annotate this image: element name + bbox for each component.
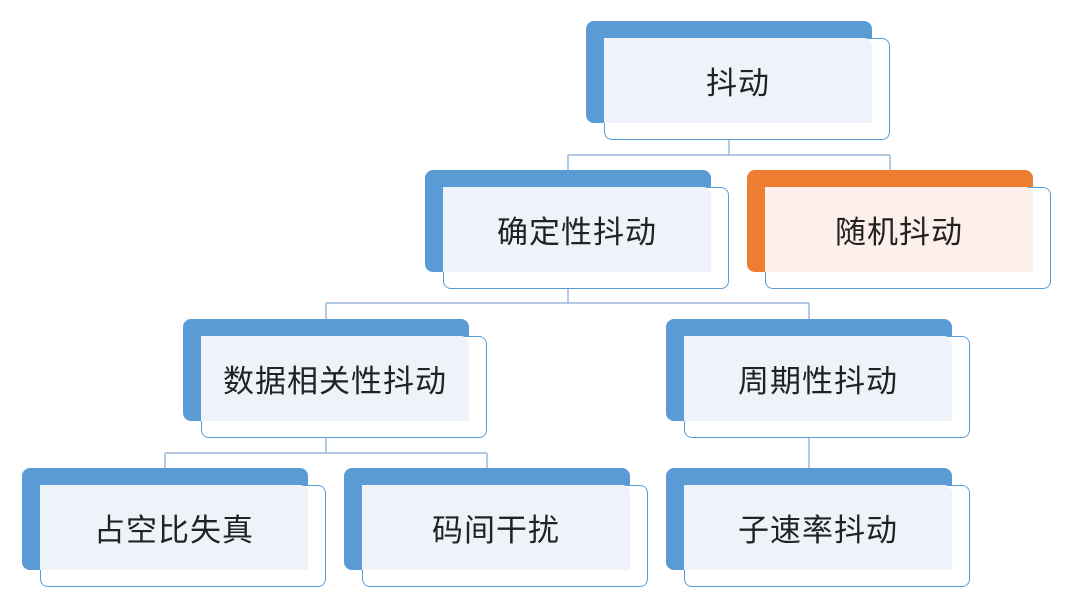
node-random: 随机抖动: [747, 170, 1051, 289]
node-label: 码间干扰: [362, 485, 630, 570]
node-label: 数据相关性抖动: [201, 336, 469, 421]
node-deterministic: 确定性抖动: [425, 170, 729, 289]
node-periodic: 周期性抖动: [666, 319, 970, 438]
node-label: 周期性抖动: [684, 336, 952, 421]
node-root: 抖动: [586, 21, 890, 140]
node-data-dependent: 数据相关性抖动: [183, 319, 487, 438]
node-label: 确定性抖动: [443, 187, 711, 272]
node-label: 占空比失真: [40, 485, 308, 570]
node-sub-rate: 子速率抖动: [666, 468, 970, 587]
node-label: 抖动: [604, 38, 872, 123]
node-label: 子速率抖动: [684, 485, 952, 570]
node-duty-cycle: 占空比失真: [22, 468, 326, 587]
node-isi: 码间干扰: [344, 468, 648, 587]
node-label: 随机抖动: [765, 187, 1033, 272]
